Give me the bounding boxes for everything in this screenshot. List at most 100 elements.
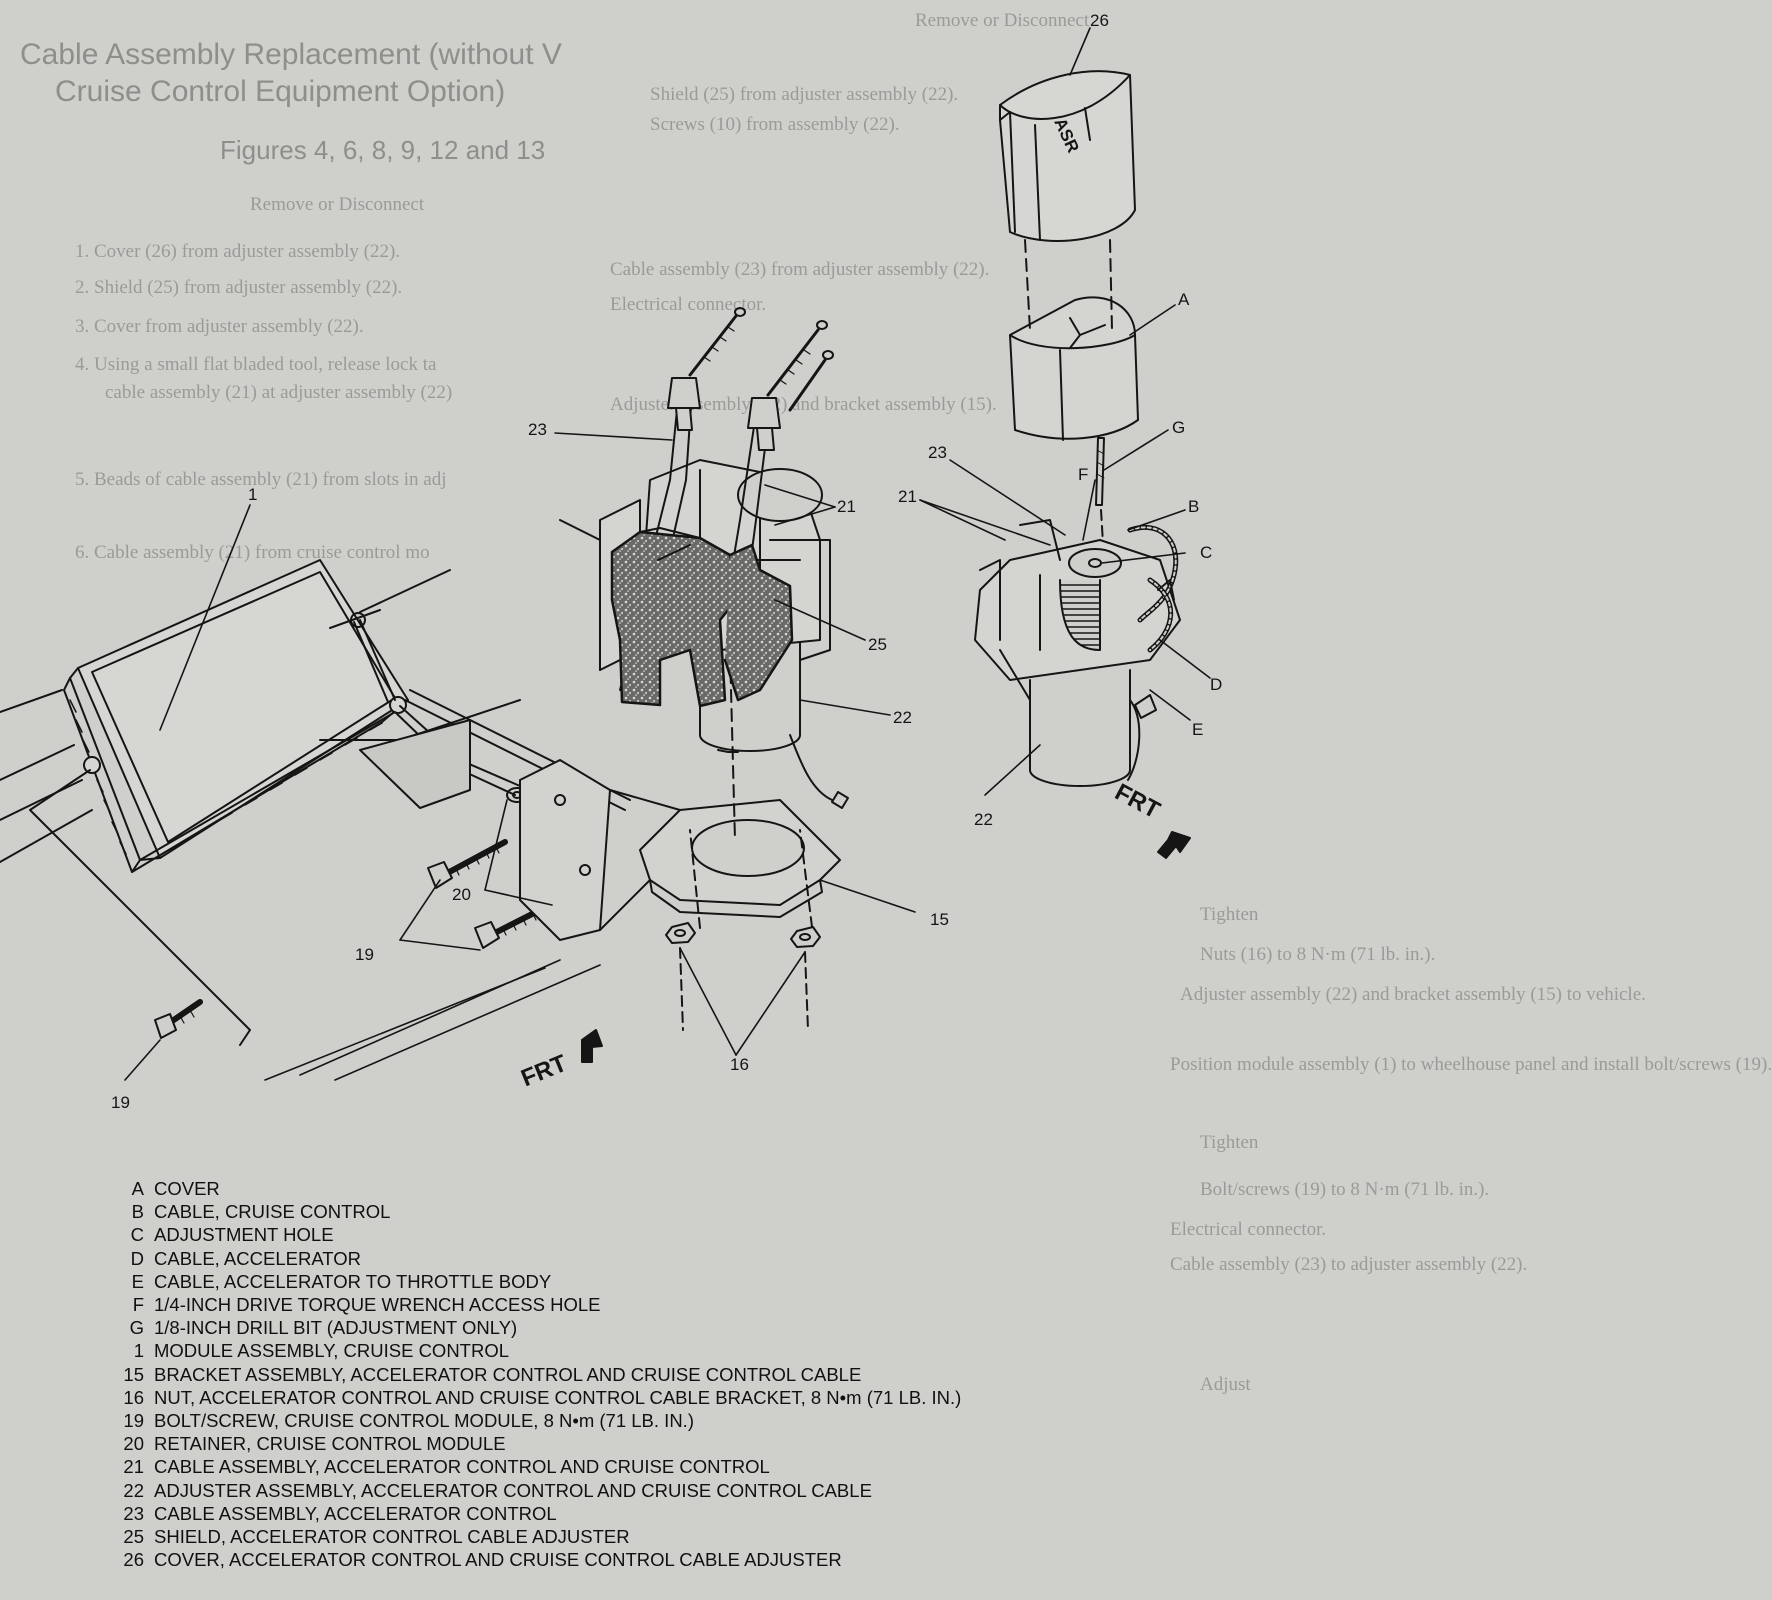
- legend-key: 15: [123, 1363, 144, 1385]
- bg-line: Tighten: [1200, 1132, 1259, 1153]
- nuts-16: [665, 829, 821, 1031]
- legend-key: 25: [123, 1526, 144, 1548]
- manual-page: Cable Assembly Replacement (without V Cr…: [0, 10, 1772, 1571]
- callout-15: 15: [930, 910, 949, 929]
- legend-text: CABLE ASSEMBLY, ACCELERATOR CONTROL: [154, 1502, 557, 1524]
- callout-c: C: [1200, 543, 1212, 562]
- callout-25: 25: [868, 635, 887, 654]
- callout-d: D: [1210, 675, 1222, 694]
- bg-line: Remove or Disconnect: [915, 10, 1090, 31]
- bg-line: 2. Shield (25) from adjuster assembly (2…: [75, 277, 403, 298]
- legend-key: G: [129, 1317, 144, 1339]
- callout-1: 1: [248, 485, 257, 504]
- bg-line: Tighten: [1200, 904, 1259, 925]
- bg-line: 6. Cable assembly (21) from cruise contr…: [75, 542, 430, 563]
- legend-text: ADJUSTMENT HOLE: [154, 1224, 334, 1246]
- bg-line: 3. Cover from adjuster assembly (22).: [75, 316, 364, 337]
- bg-line: Adjuster assembly (22) and bracket assem…: [610, 394, 997, 415]
- callout-19-left: 19: [111, 1093, 130, 1112]
- legend-key: 19: [123, 1410, 144, 1432]
- legend-key: F: [132, 1294, 144, 1316]
- legend-text: ADJUSTER ASSEMBLY, ACCELERATOR CONTROL A…: [154, 1479, 872, 1501]
- legend-item: 25 SHIELD, ACCELERATOR CONTROL CABLE ADJU…: [110, 1525, 961, 1548]
- callout-20: 20: [452, 885, 471, 904]
- legend-text: CABLE, ACCELERATOR: [154, 1247, 361, 1269]
- callout-a: A: [1178, 290, 1190, 309]
- bg-heading-2: Cruise Control Equipment Option): [55, 75, 506, 108]
- legend-key: 21: [123, 1456, 144, 1478]
- bg-line: cable assembly (21) at adjuster assembly…: [105, 382, 453, 403]
- legend-text: NUT, ACCELERATOR CONTROL AND CRUISE CONT…: [154, 1386, 962, 1408]
- bg-line: Position module assembly (1) to wheelhou…: [1170, 1054, 1772, 1075]
- bg-heading-3: Figures 4, 6, 8, 9, 12 and 13: [220, 135, 546, 165]
- legend-key: 23: [123, 1502, 144, 1524]
- legend-item: F 1/4-INCH DRIVE TORQUE WRENCH ACCESS HOL…: [110, 1293, 961, 1316]
- legend-text: RETAINER, CRUISE CONTROL MODULE: [154, 1433, 506, 1455]
- legend-item: 22 ADJUSTER ASSEMBLY, ACCELERATOR CONTROL…: [110, 1479, 961, 1502]
- legend-key: 20: [123, 1433, 144, 1455]
- bg-line: Cable assembly (23) from adjuster assemb…: [610, 259, 990, 280]
- bg-heading-1: Cable Assembly Replacement (without V: [20, 38, 562, 71]
- legend-text: 1/4-INCH DRIVE TORQUE WRENCH ACCESS HOLE: [154, 1294, 601, 1316]
- legend-text: 1/8-INCH DRILL BIT (ADJUSTMENT ONLY): [154, 1317, 518, 1339]
- cables-center: [619, 307, 834, 691]
- legend-text: SHIELD, ACCELERATOR CONTROL CABLE ADJUST…: [154, 1526, 630, 1548]
- legend-text: COVER: [154, 1178, 220, 1199]
- legend-key: A: [131, 1178, 144, 1199]
- legend-key: B: [131, 1201, 144, 1223]
- legend-key: C: [130, 1224, 144, 1246]
- legend-text: MODULE ASSEMBLY, CRUISE CONTROL: [154, 1340, 510, 1362]
- legend-item: 20 RETAINER, CRUISE CONTROL MODULE: [110, 1432, 961, 1455]
- bg-line: Electrical connector.: [1170, 1219, 1327, 1240]
- bg-line: Remove or Disconnect: [250, 194, 425, 215]
- callout-22-right: 22: [974, 810, 993, 829]
- leader-lines: [124, 27, 1211, 1081]
- callout-f: F: [1078, 465, 1088, 484]
- bg-line: 5. Beads of cable assembly (21) from slo…: [75, 469, 447, 490]
- frt-label-right: FRT: [1110, 779, 1164, 825]
- legend-text: BOLT/SCREW, CRUISE CONTROL MODULE, 8 N•m…: [154, 1410, 694, 1432]
- legend-item: 26 COVER, ACCELERATOR CONTROL AND CRUISE …: [110, 1548, 961, 1571]
- legend-item: 16 NUT, ACCELERATOR CONTROL AND CRUISE CO…: [110, 1386, 961, 1409]
- legend-key: 1: [133, 1340, 144, 1362]
- bg-line: Adjuster assembly (22) and bracket assem…: [1180, 984, 1646, 1005]
- callout-26: 26: [1090, 11, 1109, 30]
- callout-g: G: [1172, 418, 1185, 437]
- bracket-assembly-15: [519, 759, 841, 941]
- legend-text: CABLE, ACCELERATOR TO THROTTLE BODY: [154, 1270, 552, 1292]
- legend-key: D: [130, 1247, 144, 1269]
- legend-text: COVER, ACCELERATOR CONTROL AND CRUISE CO…: [154, 1549, 842, 1571]
- exploded-diagram: ASR 26 A G 23 23 F 21 21 B C 1 25 22 D E…: [0, 11, 1222, 1112]
- legend-text: BRACKET ASSEMBLY, ACCELERATOR CONTROL AN…: [154, 1363, 862, 1385]
- shield-25: [610, 527, 794, 708]
- callout-16: 16: [730, 1055, 749, 1074]
- legend-item: D CABLE, ACCELERATOR: [110, 1247, 961, 1270]
- legend-item: C ADJUSTMENT HOLE: [110, 1223, 961, 1246]
- bg-line: Shield (25) from adjuster assembly (22).: [650, 84, 959, 105]
- frt-arrow-right: [1157, 831, 1191, 859]
- bg-line: Adjust: [1200, 1374, 1251, 1395]
- frt-arrow-main: [581, 1029, 603, 1063]
- legend-item: 1 MODULE ASSEMBLY, CRUISE CONTROL: [110, 1339, 961, 1362]
- bg-line: Screws (10) from assembly (22).: [650, 114, 900, 135]
- bg-line: 4. Using a small flat bladed tool, relea…: [75, 354, 437, 375]
- cruise-module-1: [0, 559, 631, 1046]
- cover-a: [1009, 296, 1139, 441]
- callout-19-center: 19: [355, 945, 374, 964]
- bolts-19: [154, 839, 543, 1039]
- callout-21-center: 21: [837, 497, 856, 516]
- legend-key: 22: [123, 1479, 144, 1501]
- callout-23-center: 23: [528, 420, 547, 439]
- legend-key: 26: [123, 1549, 144, 1571]
- callout-e: E: [1192, 720, 1203, 739]
- legend-item: 23 CABLE ASSEMBLY, ACCELERATOR CONTROL: [110, 1502, 961, 1525]
- legend-key: 16: [123, 1386, 144, 1408]
- callout-21-right: 21: [898, 487, 917, 506]
- legend-item: A COVER: [110, 1177, 961, 1200]
- cover-26: [999, 70, 1136, 242]
- bg-line: 1. Cover (26) from adjuster assembly (22…: [75, 241, 401, 262]
